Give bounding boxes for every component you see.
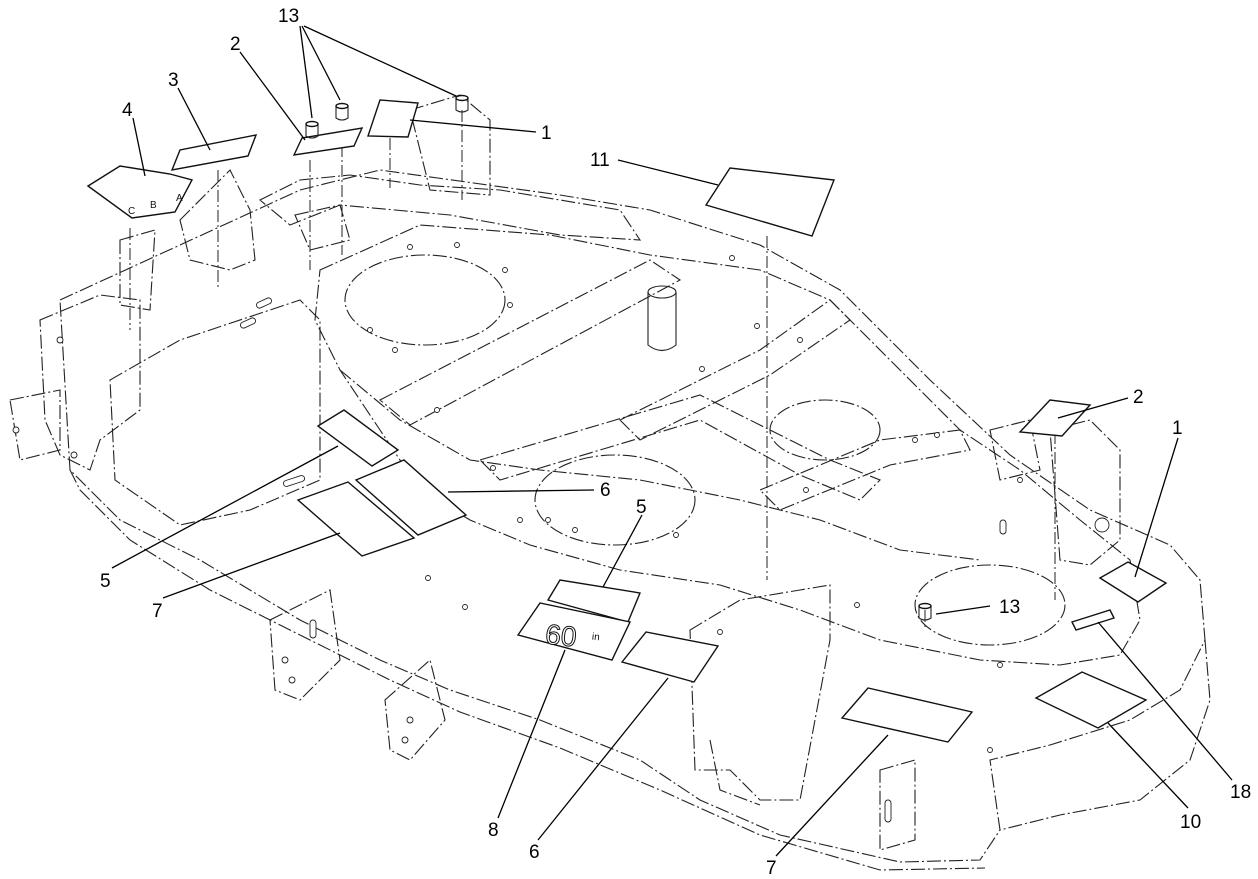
cap-13-right xyxy=(455,94,469,113)
decal-3 xyxy=(170,134,258,171)
decal-8-deck-size: 60 in xyxy=(516,602,632,661)
decal-1-right xyxy=(1098,561,1168,603)
decal-11 xyxy=(704,167,835,237)
decal-size-unit: in xyxy=(591,632,600,644)
callout-4: 4 xyxy=(122,100,133,121)
callout-10: 10 xyxy=(1180,812,1201,833)
cap-13-lower xyxy=(918,602,932,621)
decal-letter-b: B xyxy=(150,200,157,211)
callout-2-top: 2 xyxy=(230,34,241,55)
callout-3: 3 xyxy=(168,70,179,91)
decal-4-height-of-cut: C B A xyxy=(86,165,194,219)
decal-2-right xyxy=(1018,399,1092,437)
callout-1-right: 1 xyxy=(1172,418,1183,439)
callout-5-left: 5 xyxy=(100,571,111,592)
decal-1-top xyxy=(367,99,419,138)
decal-6-bottom xyxy=(620,631,720,683)
decal-letter-c: C xyxy=(128,206,135,217)
decal-letter-a: A xyxy=(176,193,183,204)
callout-5-center: 5 xyxy=(636,497,647,518)
callout-1-top: 1 xyxy=(541,123,552,144)
slots xyxy=(240,297,1007,823)
decal-2-top xyxy=(292,127,364,156)
callout-11: 11 xyxy=(590,150,610,171)
cap-13-middle xyxy=(335,102,349,121)
mounting-holes xyxy=(12,242,1023,753)
callout-13-top: 13 xyxy=(278,6,299,27)
callouts: 13 2 3 4 1 11 2 1 6 5 7 5 13 18 10 8 6 7 xyxy=(100,6,1251,879)
decal-5-center xyxy=(546,579,641,623)
callout-6-mid: 6 xyxy=(600,480,611,501)
callout-2-right: 2 xyxy=(1133,387,1144,408)
callout-7-bottom: 7 xyxy=(766,858,777,879)
decal-7-left xyxy=(296,481,416,557)
deck-outline xyxy=(9,94,1211,871)
callout-6-bottom: 6 xyxy=(529,842,540,863)
decals: C B A xyxy=(86,94,1168,743)
callout-8: 8 xyxy=(488,820,499,841)
decal-5-left xyxy=(316,409,400,467)
decal-size-number: 60 xyxy=(544,619,578,653)
callout-18: 18 xyxy=(1230,782,1251,803)
decal-6-left xyxy=(354,459,468,536)
decal-10 xyxy=(1034,671,1148,729)
cap-13-left xyxy=(305,120,319,139)
leader-lines xyxy=(111,25,1233,857)
decal-7-bottom xyxy=(840,687,974,743)
callout-13-right: 13 xyxy=(999,597,1020,618)
callout-7-left: 7 xyxy=(152,601,163,622)
phantom-lines xyxy=(129,110,1056,630)
decal-18 xyxy=(1071,609,1115,631)
